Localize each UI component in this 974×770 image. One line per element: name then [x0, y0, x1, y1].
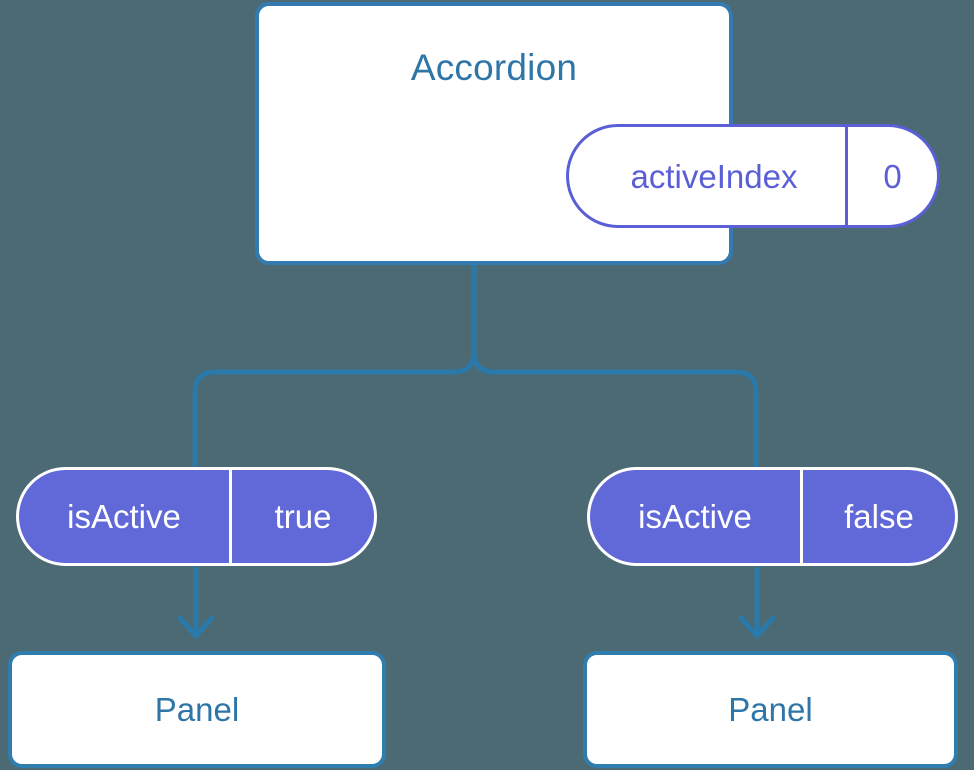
accordion-node-title: Accordion [410, 47, 578, 88]
arrow-right-head [738, 615, 776, 639]
prop-pill-key: isActive [19, 470, 232, 563]
prop-pill-is-active-true[interactable]: isActive true [16, 467, 377, 566]
prop-pill-key: isActive [590, 470, 803, 563]
prop-pill-value: true [274, 498, 332, 535]
state-pill-key: activeIndex [569, 127, 848, 225]
connector-right-branch [471, 262, 759, 470]
accordion-node[interactable]: Accordion activeIndex 0 [255, 2, 940, 265]
panel-node-label: Panel [154, 691, 240, 728]
prop-pill-is-active-false[interactable]: isActive false [587, 467, 958, 566]
state-pill-value: 0 [883, 157, 902, 195]
prop-pill-value: false [844, 498, 914, 535]
panel-node-right[interactable]: Panel [583, 651, 958, 768]
panel-node-label: Panel [728, 691, 813, 728]
panel-node-left[interactable]: Panel [8, 651, 386, 768]
state-pill-active-index[interactable]: activeIndex 0 [566, 124, 940, 228]
connector-left-branch [192, 262, 477, 470]
arrow-left-head [177, 615, 215, 639]
